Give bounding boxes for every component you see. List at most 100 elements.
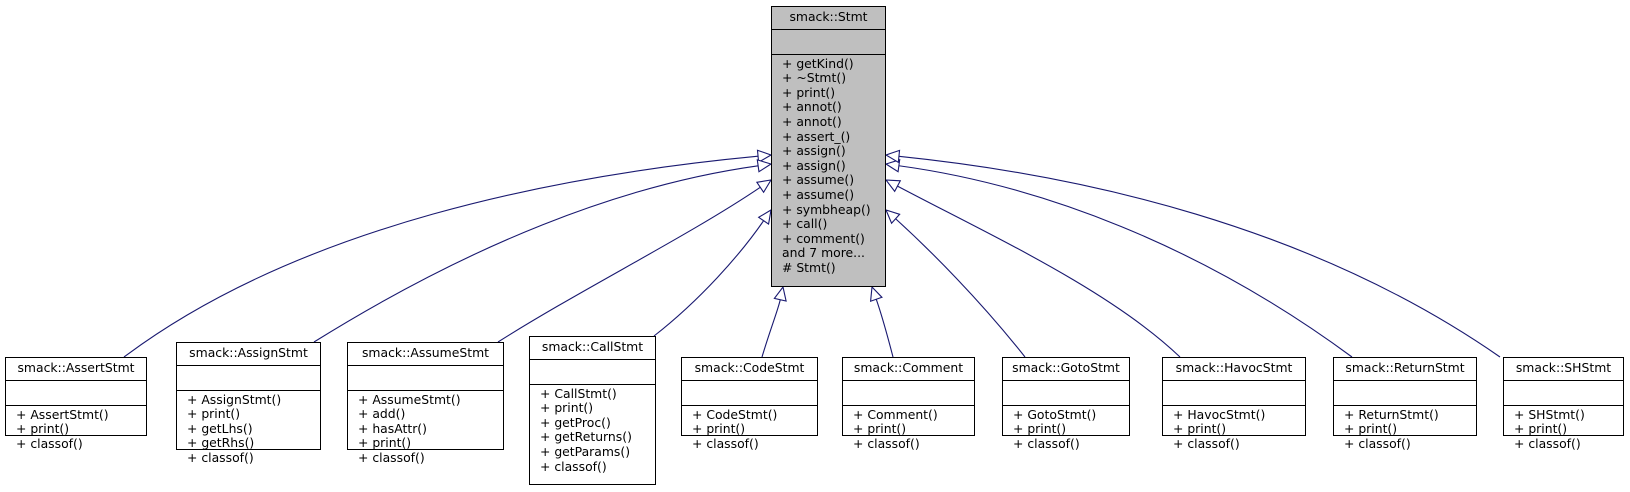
class-attributes-section <box>348 366 503 391</box>
inheritance-edges <box>123 149 1501 358</box>
class-box-base[interactable]: smack::Stmt+ getKind()+ ~Stmt()+ print()… <box>771 6 886 287</box>
inheritance-arrowhead-sh <box>884 149 901 164</box>
class-box-sh[interactable]: smack::SHStmt+ SHStmt()+ print()+ classo… <box>1503 357 1624 450</box>
inheritance-edge-assume <box>497 186 761 343</box>
class-name[interactable]: smack::AssertStmt <box>6 358 146 381</box>
class-member: + getParams() <box>540 443 631 459</box>
class-member: + classof() <box>187 449 254 465</box>
class-member: + classof() <box>853 435 920 451</box>
class-attributes-section <box>6 381 146 406</box>
class-name[interactable]: smack::AssumeStmt <box>348 343 503 366</box>
class-member: + classof() <box>1173 435 1240 451</box>
inheritance-arrowhead-goto <box>885 209 901 225</box>
class-member: + print() <box>187 406 241 422</box>
class-box-comment[interactable]: smack::Comment+ Comment()+ print()+ clas… <box>842 357 975 450</box>
class-name[interactable]: smack::SHStmt <box>1504 358 1623 381</box>
class-attributes-section <box>177 366 320 391</box>
class-member: + CallStmt() <box>540 385 617 401</box>
inheritance-arrowhead-assign <box>756 159 773 173</box>
class-box-code[interactable]: smack::CodeStmt+ CodeStmt()+ print()+ cl… <box>681 357 818 450</box>
class-attributes-section <box>1334 381 1476 406</box>
class-attributes-section <box>843 381 974 406</box>
class-box-assume[interactable]: smack::AssumeStmt+ AssumeStmt()+ add()+ … <box>347 342 504 465</box>
inheritance-edge-assign <box>313 165 759 343</box>
class-member: + annot() <box>782 99 842 115</box>
class-box-return[interactable]: smack::ReturnStmt+ ReturnStmt()+ print()… <box>1333 357 1477 450</box>
class-operations-section: + ReturnStmt()+ print()+ classof() <box>1334 406 1476 452</box>
class-name[interactable]: smack::HavocStmt <box>1163 358 1305 381</box>
class-member: + assume() <box>782 186 855 202</box>
class-member: + comment() <box>782 230 865 246</box>
class-box-call[interactable]: smack::CallStmt+ CallStmt()+ print()+ ge… <box>529 336 656 485</box>
class-member: + assign() <box>782 143 846 159</box>
class-member: + print() <box>358 435 412 451</box>
class-operations-section: + AssignStmt()+ print()+ getLhs()+ getRh… <box>177 391 320 466</box>
inheritance-edge-assert <box>123 155 759 358</box>
class-member: + classof() <box>1514 435 1581 451</box>
class-box-assign[interactable]: smack::AssignStmt+ AssignStmt()+ print()… <box>176 342 321 465</box>
inheritance-edge-comment <box>875 299 894 358</box>
class-attributes-section <box>682 381 817 406</box>
inheritance-arrowhead-return <box>884 159 901 173</box>
class-operations-section: + HavocStmt()+ print()+ classof() <box>1163 406 1305 452</box>
inheritance-edge-goto <box>895 218 1026 358</box>
class-member: + classof() <box>692 435 759 451</box>
class-member: + AssignStmt() <box>187 391 282 407</box>
inheritance-arrowhead-havoc <box>884 179 902 193</box>
class-member: + getKind() <box>782 55 854 71</box>
class-member: + assign() <box>782 157 846 173</box>
class-member: + classof() <box>1013 435 1080 451</box>
class-operations-section: + CodeStmt()+ print()+ classof() <box>682 406 817 452</box>
class-name[interactable]: smack::Comment <box>843 358 974 381</box>
inheritance-edge-havoc <box>897 185 1181 358</box>
class-attributes-section <box>1003 381 1129 406</box>
class-member: + symbheap() <box>782 201 871 217</box>
class-name[interactable]: smack::CallStmt <box>530 337 655 360</box>
class-member: + assume() <box>782 172 855 188</box>
class-member: + ReturnStmt() <box>1344 406 1439 422</box>
class-name[interactable]: smack::AssignStmt <box>177 343 320 366</box>
class-name[interactable]: smack::Stmt <box>772 7 885 30</box>
class-member: + classof() <box>1344 435 1411 451</box>
class-member: + classof() <box>358 449 425 465</box>
class-operations-section: + CallStmt()+ print()+ getProc()+ getRet… <box>530 385 655 475</box>
class-member: + add() <box>358 406 406 422</box>
class-member: + annot() <box>782 113 842 129</box>
class-member: + CodeStmt() <box>692 406 778 422</box>
inheritance-edge-code <box>761 299 781 358</box>
class-name[interactable]: smack::CodeStmt <box>682 358 817 381</box>
class-name[interactable]: smack::GotoStmt <box>1003 358 1129 381</box>
class-member: + print() <box>853 421 907 437</box>
class-box-assert[interactable]: smack::AssertStmt+ AssertStmt()+ print()… <box>5 357 147 450</box>
class-box-havoc[interactable]: smack::HavocStmt+ HavocStmt()+ print()+ … <box>1162 357 1306 450</box>
class-attributes-section <box>1163 381 1305 406</box>
class-member: + print() <box>1514 421 1568 437</box>
class-member: + getRhs() <box>187 435 255 451</box>
class-member: + print() <box>782 84 836 100</box>
class-operations-section: + AssumeStmt()+ add()+ hasAttr()+ print(… <box>348 391 503 466</box>
class-member: + getReturns() <box>540 429 632 445</box>
class-member: + SHStmt() <box>1514 406 1585 422</box>
class-member: # Stmt() <box>782 259 836 275</box>
class-box-goto[interactable]: smack::GotoStmt+ GotoStmt()+ print()+ cl… <box>1002 357 1130 450</box>
class-member: + classof() <box>16 435 83 451</box>
inheritance-arrowhead-assume <box>755 179 773 194</box>
class-member: + hasAttr() <box>358 420 427 436</box>
class-member: + call() <box>782 216 828 232</box>
class-member: + print() <box>540 400 594 416</box>
class-operations-section: + getKind()+ ~Stmt()+ print()+ annot()+ … <box>772 55 885 276</box>
inheritance-arrowhead-call <box>757 208 772 226</box>
inheritance-edge-call <box>653 220 765 337</box>
class-operations-section: + GotoStmt()+ print()+ classof() <box>1003 406 1129 452</box>
class-member: + getLhs() <box>187 420 253 436</box>
class-member: + AssumeStmt() <box>358 391 461 407</box>
class-member: + getProc() <box>540 414 611 430</box>
inheritance-edge-return <box>898 165 1353 358</box>
class-name[interactable]: smack::ReturnStmt <box>1334 358 1476 381</box>
class-member: + print() <box>1013 421 1067 437</box>
inheritance-arrowhead-comment <box>869 285 883 303</box>
class-member: + print() <box>692 421 746 437</box>
class-member: + print() <box>1173 421 1227 437</box>
class-member: + HavocStmt() <box>1173 406 1266 422</box>
inheritance-arrowhead-assert <box>756 149 773 164</box>
